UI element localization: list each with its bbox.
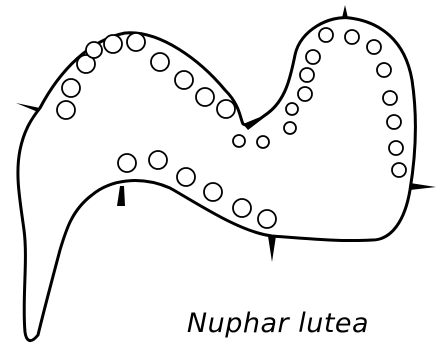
notch-marker-bottom-center xyxy=(268,236,276,262)
lacuna xyxy=(86,42,102,58)
lacuna xyxy=(118,154,136,172)
lacuna xyxy=(298,87,312,101)
lacuna xyxy=(286,103,298,115)
lacuna xyxy=(377,63,391,77)
notch-marker-top-right xyxy=(342,5,348,18)
lacuna xyxy=(175,71,193,89)
lacuna xyxy=(233,135,245,147)
lacuna xyxy=(217,100,235,118)
lacuna xyxy=(300,68,314,82)
lacuna xyxy=(392,163,406,177)
lacuna xyxy=(62,79,80,97)
lacuna xyxy=(387,115,401,129)
lacuna xyxy=(127,33,145,51)
lacuna xyxy=(57,101,75,119)
lacuna xyxy=(151,53,169,71)
lacuna xyxy=(149,151,167,169)
lacuna xyxy=(258,210,276,228)
notch-marker-left xyxy=(16,103,40,112)
lacuna xyxy=(367,40,381,54)
lacuna xyxy=(104,35,122,53)
lacuna xyxy=(204,183,222,201)
lacuna xyxy=(196,88,214,106)
lacuna xyxy=(284,122,296,134)
notch-marker-right xyxy=(410,183,436,190)
lacuna xyxy=(233,199,251,217)
lacuna xyxy=(319,28,333,42)
species-caption: Nuphar lutea xyxy=(0,308,438,339)
lacuna xyxy=(345,30,359,44)
species-name: Nuphar lutea xyxy=(187,308,369,339)
notch-marker-middle xyxy=(243,113,270,130)
lacuna xyxy=(383,91,397,105)
lacuna xyxy=(306,50,320,64)
notch-marker-lower-left xyxy=(117,186,125,206)
lacuna xyxy=(257,136,269,148)
lacuna xyxy=(177,168,195,186)
lacuna xyxy=(389,141,403,155)
